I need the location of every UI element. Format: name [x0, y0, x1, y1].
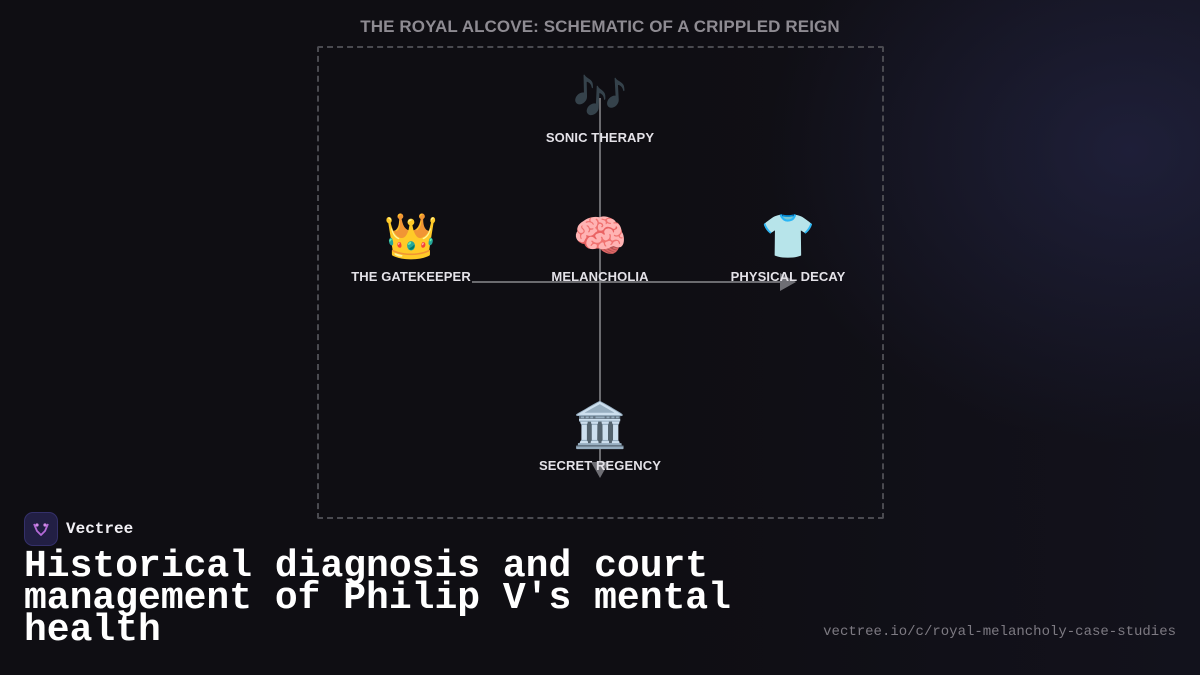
brain-icon: 🧠 — [572, 212, 628, 261]
classical-building-icon: 🏛️ — [572, 401, 628, 450]
node-secret-regency: 🏛️ SECRET REGENCY — [520, 400, 680, 473]
node-physical-decay: 👕 PHYSICAL DECAY — [708, 211, 868, 284]
diagram-frame — [317, 46, 884, 519]
node-the-gatekeeper: 👑 THE GATEKEEPER — [331, 211, 491, 284]
arrowhead-bottom — [591, 462, 609, 478]
diagram-title: THE ROYAL ALCOVE: SCHEMATIC OF A CRIPPLE… — [360, 17, 840, 36]
node-sonic-therapy: 🎶 SONIC THERAPY — [520, 72, 680, 145]
vectree-logo-icon — [24, 512, 58, 546]
page-headline: Historical diagnosis and court managemen… — [24, 545, 731, 652]
node-label: MELANCHOLIA — [551, 269, 649, 284]
arrowhead-right — [780, 273, 796, 291]
node-label: SECRET REGENCY — [538, 458, 662, 473]
brand-name: Vectree — [66, 520, 134, 538]
crown-icon: 👑 — [383, 212, 439, 261]
shirt-icon: 👕 — [760, 212, 816, 261]
musical-notes-icon: 🎶 — [572, 73, 628, 122]
node-label: THE GATEKEEPER — [351, 269, 471, 284]
node-label: SONIC THERAPY — [545, 130, 655, 145]
node-melancholia: 🧠 MELANCHOLIA — [520, 211, 680, 284]
brand: Vectree — [24, 512, 133, 546]
node-label: PHYSICAL DECAY — [730, 269, 846, 284]
page-url[interactable]: vectree.io/c/royal-melancholy-case-studi… — [823, 624, 1176, 640]
